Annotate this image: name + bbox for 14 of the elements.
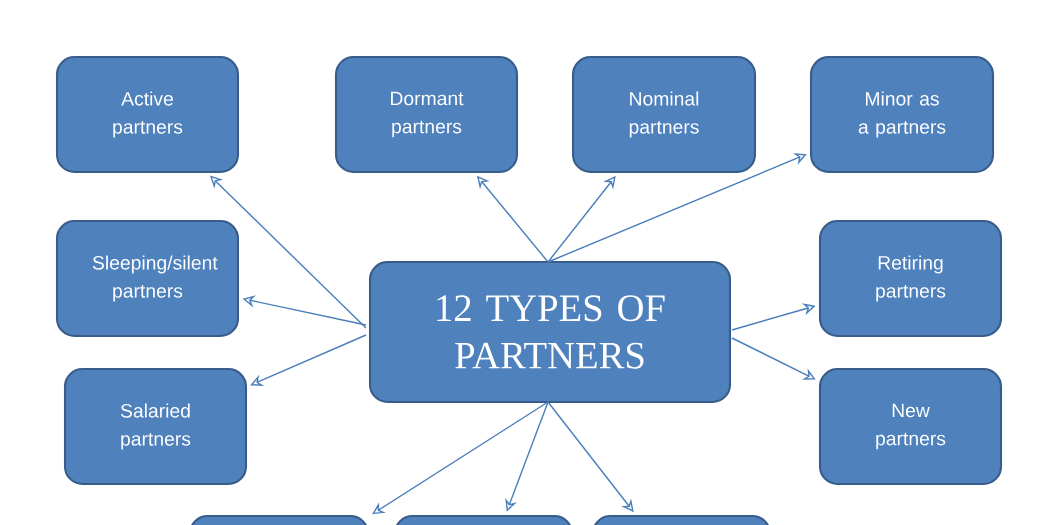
partner-box: Active partners xyxy=(55,55,240,174)
partner-box: Sleeping/silent partners xyxy=(55,219,240,338)
partner-box xyxy=(393,514,574,525)
partner-box: Minor as a partners xyxy=(809,55,995,174)
arrow xyxy=(731,337,816,380)
title-box: 12 TYPES OF PARTNERS xyxy=(368,260,732,404)
partner-box: Retiring partners xyxy=(818,219,1003,338)
partner-box: Salaried partners xyxy=(63,367,248,486)
partner-box: New partners xyxy=(818,367,1003,486)
partner-box xyxy=(591,514,772,525)
partner-box: Dormant partners xyxy=(334,55,519,174)
partner-box: Nominal partners xyxy=(571,55,757,174)
partner-box xyxy=(188,514,370,525)
arrow xyxy=(372,401,549,515)
